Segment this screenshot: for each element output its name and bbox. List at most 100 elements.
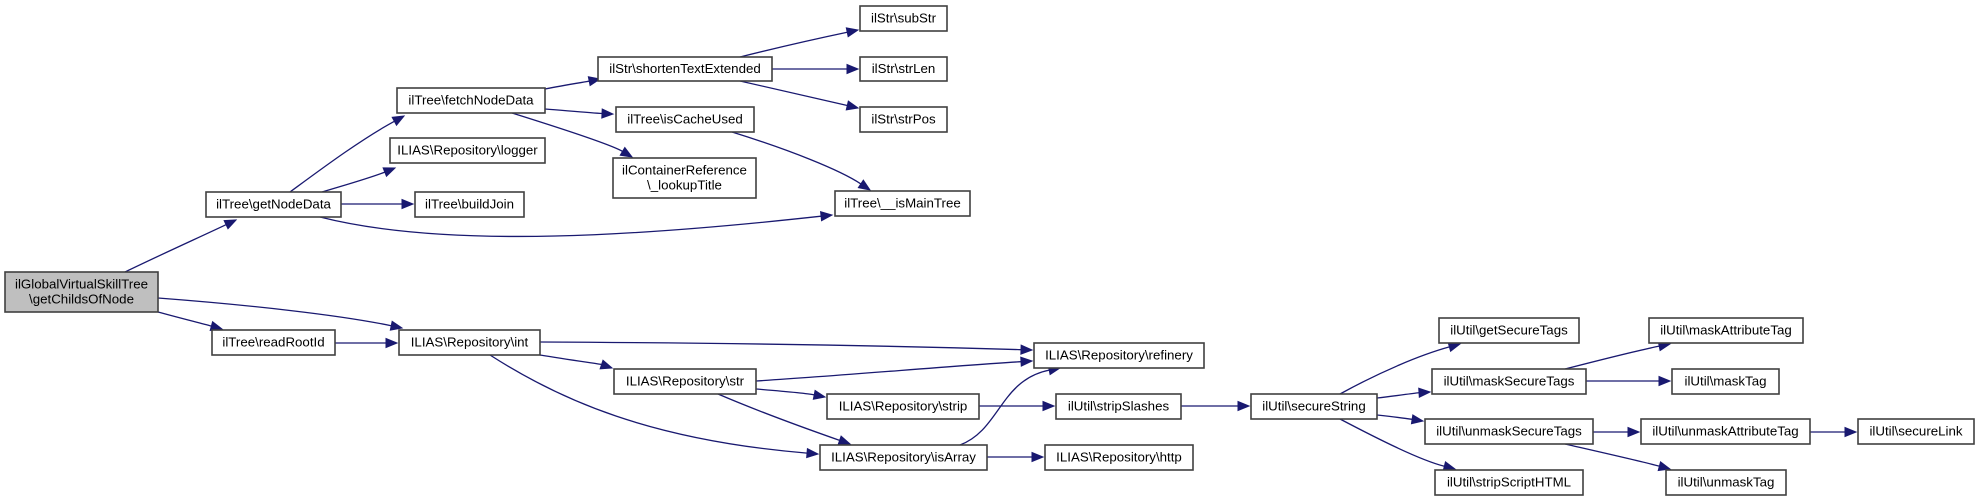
node-box[interactable] (205, 191, 342, 218)
arrowhead-shortenTextExtended-to-strPos (845, 100, 860, 111)
arrowhead-isCacheUsed-to-isMainTree (857, 179, 872, 191)
node-box[interactable] (859, 106, 948, 133)
node-box[interactable] (615, 106, 755, 133)
node-label: ILIAS\Repository\int (411, 335, 529, 350)
node-secureString[interactable]: ilUtil\secureString (1250, 393, 1378, 420)
node-maskSecureTags[interactable]: ilUtil\maskSecureTags (1431, 368, 1587, 395)
node-maskAttributeTag[interactable]: ilUtil\maskAttributeTag (1648, 317, 1804, 344)
node-stripSlashes[interactable]: ilUtil\stripSlashes (1055, 393, 1182, 420)
node-box[interactable] (1438, 317, 1580, 344)
node-root[interactable]: ilGlobalVirtualSkillTree\getChildsOfNode (4, 271, 159, 313)
node-box[interactable] (396, 87, 546, 114)
edge-shortenTextExtended-to-subStr (739, 31, 848, 58)
arrowhead-getNodeData-to-isMainTree (819, 211, 834, 222)
node-label: ilUtil\stripScriptHTML (1447, 475, 1571, 490)
node-box[interactable] (211, 329, 336, 356)
node-label: ilUtil\unmaskSecureTags (1436, 424, 1582, 439)
node-label: ilUtil\unmaskTag (1678, 475, 1775, 490)
node-box[interactable] (826, 393, 980, 420)
arrowhead-maskSecureTags-to-maskTag (1658, 375, 1672, 387)
arrowhead-secureString-to-unmaskSecureTags (1410, 414, 1425, 425)
edge-fetchNodeData-to-lookupTitle (511, 112, 623, 152)
node-refinery[interactable]: ILIAS\Repository\refinery (1033, 342, 1205, 369)
node-box[interactable] (1033, 342, 1205, 369)
node-box[interactable] (1424, 418, 1594, 445)
edge-fetchNodeData-to-shortenTextExtended (544, 80, 590, 90)
edge-str-to-isArray (717, 393, 840, 441)
node-box[interactable] (389, 137, 546, 164)
node-box[interactable] (597, 56, 773, 82)
node-label: ilTree\readRootId (222, 335, 324, 350)
node-subStr[interactable]: ilStr\subStr (859, 5, 948, 32)
node-stripScriptHTML[interactable]: ilUtil\stripScriptHTML (1434, 469, 1584, 496)
edge-root-to-int (157, 297, 392, 327)
node-label: ilUtil\unmaskAttributeTag (1652, 424, 1798, 439)
node-box[interactable] (1431, 368, 1587, 395)
node-unmaskAttributeTag[interactable]: ilUtil\unmaskAttributeTag (1640, 418, 1811, 445)
node-label: ilUtil\secureLink (1869, 424, 1962, 439)
edges-layer (124, 27, 1858, 472)
node-unmaskTag[interactable]: ilUtil\unmaskTag (1665, 469, 1787, 496)
node-str[interactable]: ILIAS\Repository\str (613, 368, 757, 395)
arrowhead-fetchNodeData-to-lookupTitle (619, 146, 634, 158)
node-box[interactable] (613, 368, 757, 395)
arrowhead-int-to-str (599, 359, 614, 370)
node-box[interactable] (1857, 418, 1975, 445)
arrowhead-fetchNodeData-to-isCacheUsed (601, 108, 615, 119)
node-box[interactable] (834, 190, 971, 217)
arrowhead-str-to-isArray (837, 435, 852, 446)
node-buildJoin[interactable]: ilTree\buildJoin (414, 191, 525, 218)
node-box[interactable] (859, 56, 948, 82)
node-getSecureTags[interactable]: ilUtil\getSecureTags (1438, 317, 1580, 344)
node-label: ilStr\strLen (872, 61, 936, 76)
node-box[interactable] (398, 329, 541, 356)
node-isArray[interactable]: ILIAS\Repository\isArray (819, 444, 988, 471)
node-lookupTitle[interactable]: ilContainerReference\_lookupTitle (612, 157, 757, 199)
node-box[interactable] (1648, 317, 1804, 344)
node-shortenTextExtended[interactable]: ilStr\shortenTextExtended (597, 56, 773, 82)
edge-int-to-isArray (489, 354, 808, 454)
node-fetchNodeData[interactable]: ilTree\fetchNodeData (396, 87, 546, 114)
edge-getNodeData-to-logger (321, 171, 386, 193)
node-box[interactable] (1434, 469, 1584, 496)
arrowhead-shortenTextExtended-to-strLen (846, 63, 860, 75)
node-box[interactable] (1250, 393, 1378, 420)
node-label: ilTree\__isMainTree (844, 196, 961, 211)
node-label: ilContainerReference (622, 163, 747, 178)
edge-root-to-getNodeData (124, 224, 227, 273)
node-unmaskSecureTags[interactable]: ilUtil\unmaskSecureTags (1424, 418, 1594, 445)
node-label: ilTree\buildJoin (425, 197, 514, 212)
node-box[interactable] (414, 191, 525, 218)
node-label: ILIAS\Repository\strip (839, 399, 968, 414)
node-box[interactable] (1665, 469, 1787, 496)
node-http[interactable]: ILIAS\Repository\http (1044, 444, 1194, 471)
node-isCacheUsed[interactable]: ilTree\isCacheUsed (615, 106, 755, 133)
node-maskTag[interactable]: ilUtil\maskTag (1671, 368, 1780, 395)
node-label: ilGlobalVirtualSkillTree (15, 277, 148, 292)
node-box[interactable] (4, 271, 159, 313)
node-box[interactable] (1640, 418, 1811, 445)
node-label: ilTree\fetchNodeData (408, 93, 534, 108)
node-box[interactable] (1055, 393, 1182, 420)
arrowhead-stripSlashes-to-secureString (1237, 400, 1251, 412)
node-box[interactable] (1044, 444, 1194, 471)
node-label: ILIAS\Repository\logger (397, 143, 538, 158)
node-int[interactable]: ILIAS\Repository\int (398, 329, 541, 356)
node-logger[interactable]: ILIAS\Repository\logger (389, 137, 546, 164)
edge-fetchNodeData-to-isCacheUsed (544, 108, 603, 115)
node-box[interactable] (819, 444, 988, 471)
node-box[interactable] (612, 157, 757, 199)
arrowhead-root-to-int (389, 320, 404, 331)
node-secureLink[interactable]: ilUtil\secureLink (1857, 418, 1975, 445)
arrowhead-isArray-to-http (1031, 451, 1045, 463)
node-getNodeData[interactable]: ilTree\getNodeData (205, 191, 342, 218)
node-strip[interactable]: ILIAS\Repository\strip (826, 393, 980, 420)
node-box[interactable] (1671, 368, 1780, 395)
node-label: \_lookupTitle (647, 178, 722, 193)
node-strPos[interactable]: ilStr\strPos (859, 106, 948, 133)
node-isMainTree[interactable]: ilTree\__isMainTree (834, 190, 971, 217)
node-strLen[interactable]: ilStr\strLen (859, 56, 948, 82)
node-readRootId[interactable]: ilTree\readRootId (211, 329, 336, 356)
node-box[interactable] (859, 5, 948, 32)
node-label: ilUtil\maskSecureTags (1444, 374, 1575, 389)
